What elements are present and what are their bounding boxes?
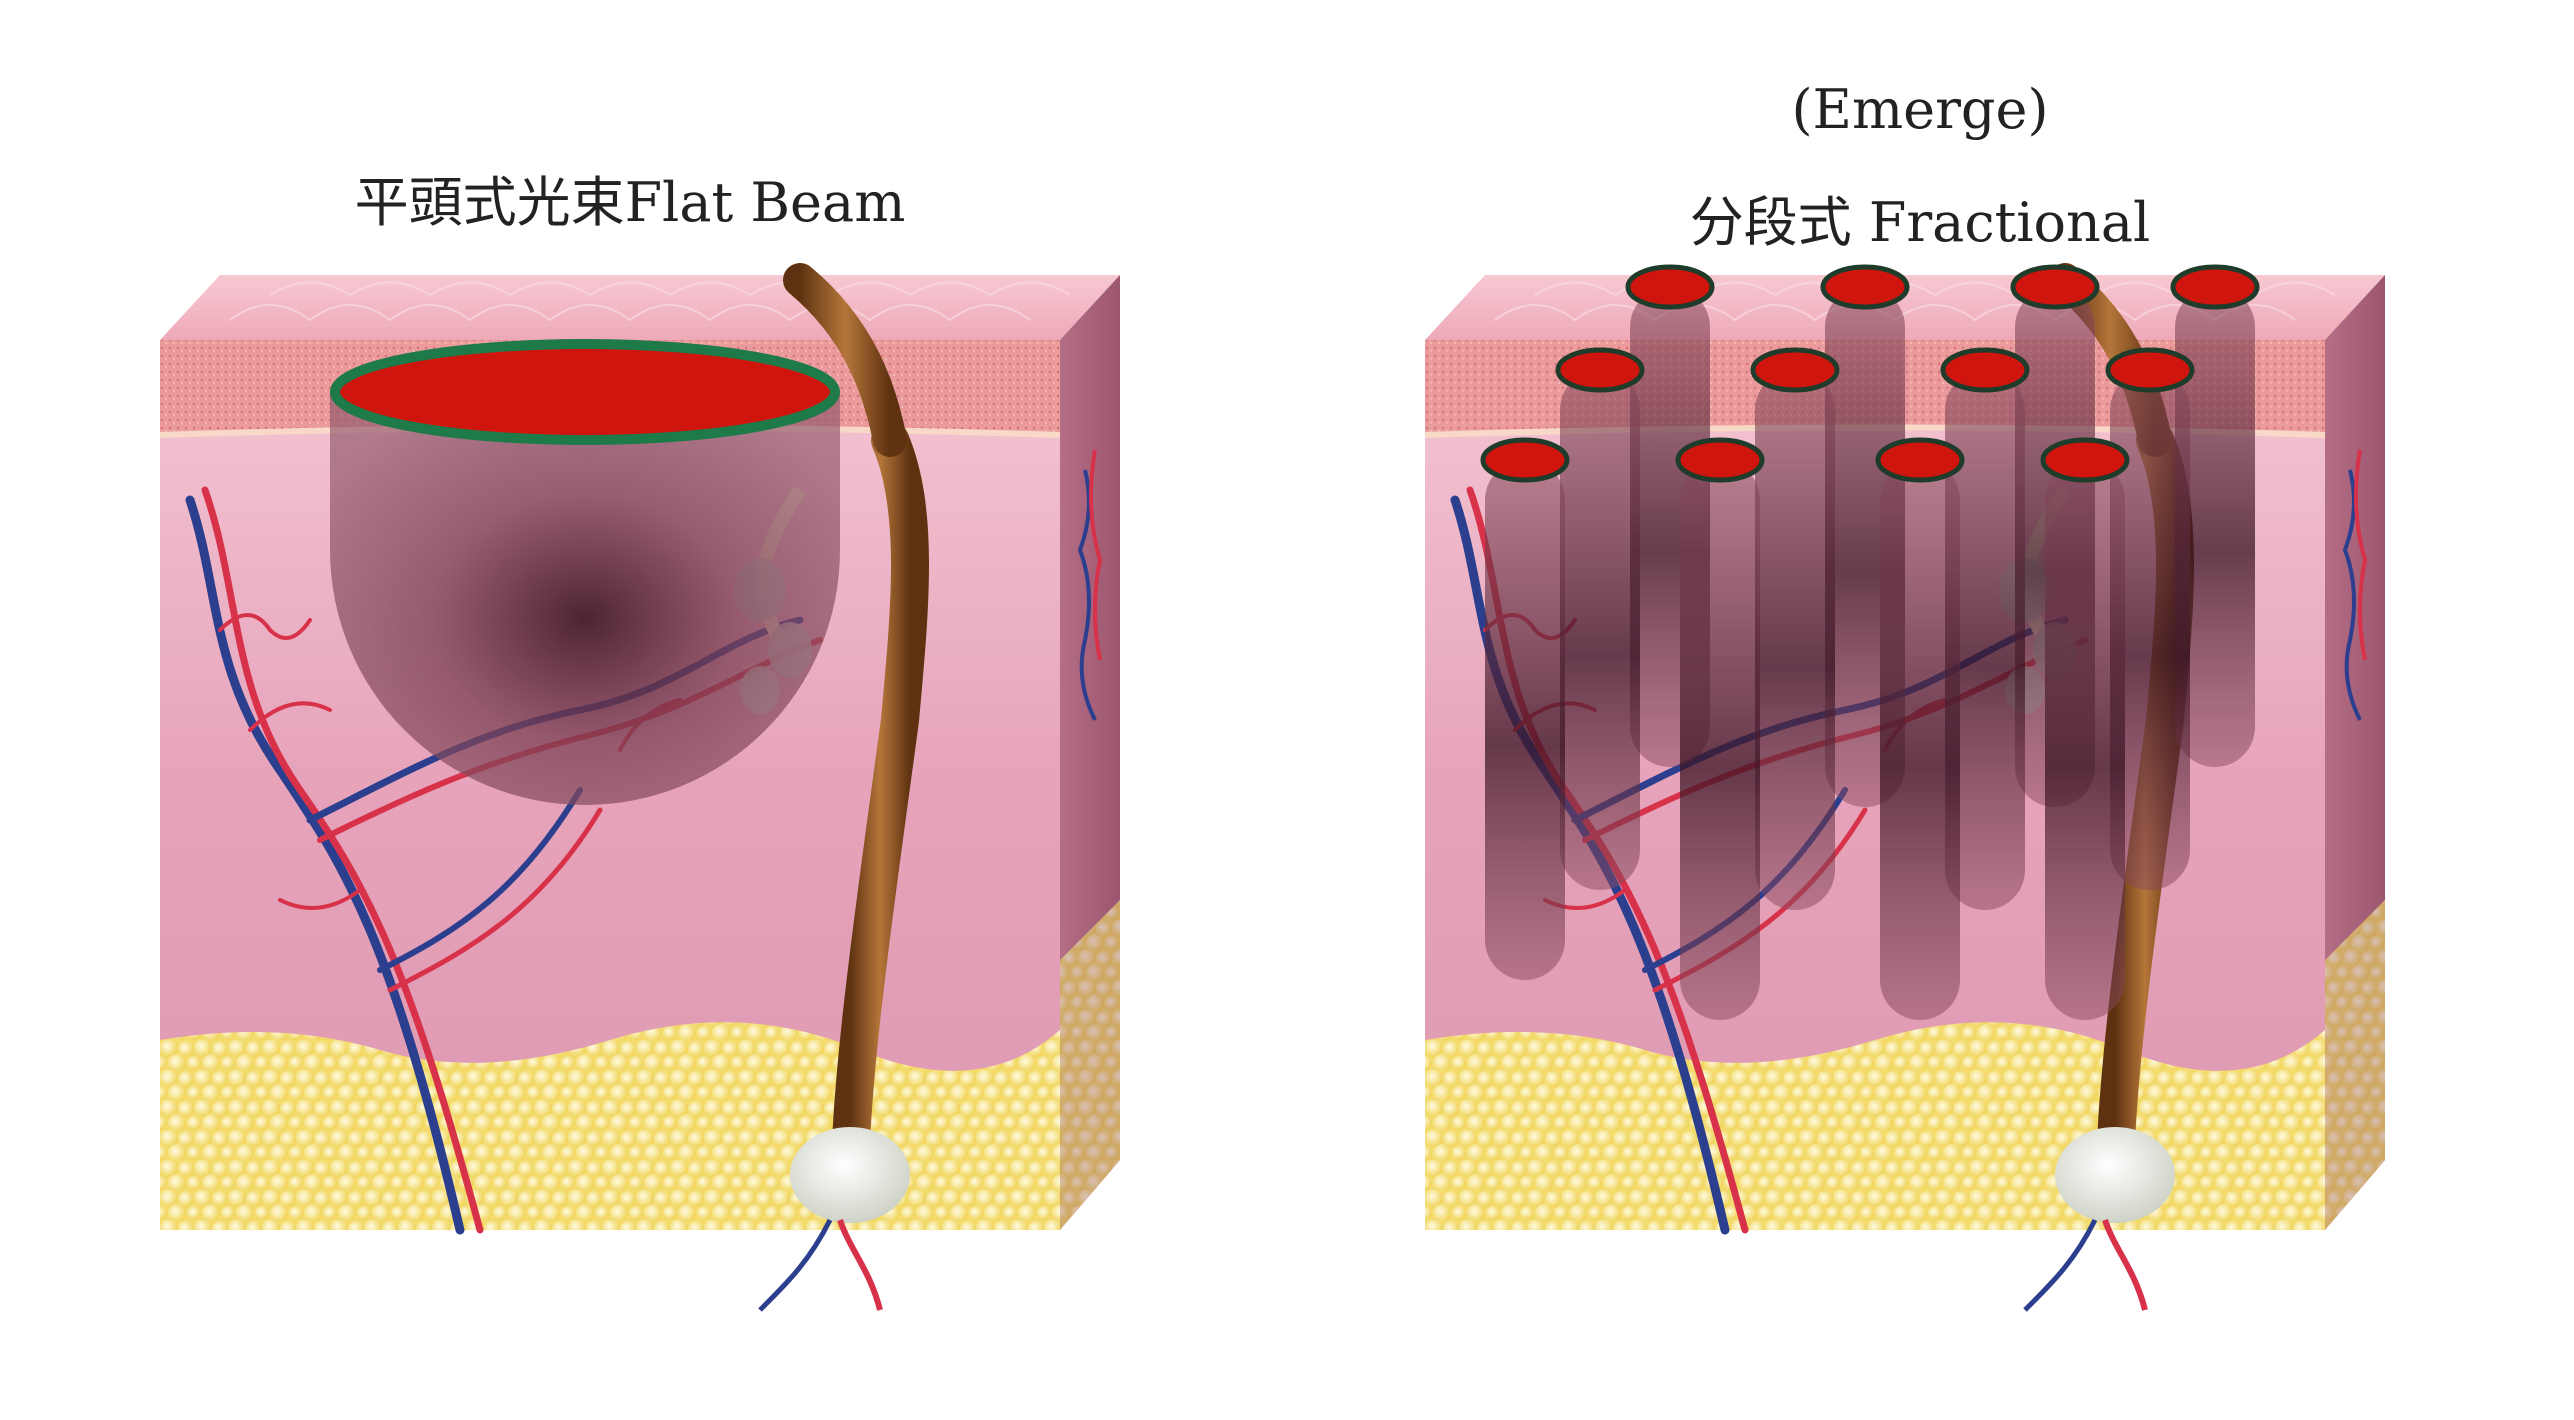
flat-beam-spot — [335, 344, 835, 440]
flat-beam-skin-block — [160, 275, 1120, 1310]
fractional-skin-block — [1425, 267, 2385, 1310]
